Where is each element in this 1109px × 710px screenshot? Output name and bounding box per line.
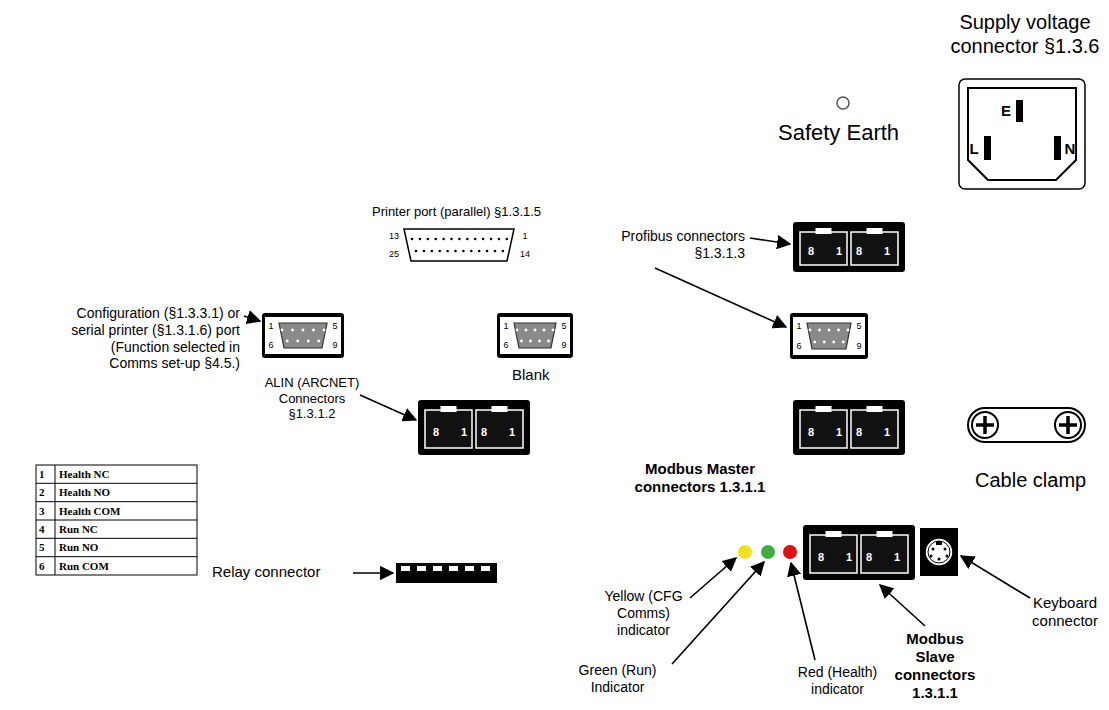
connector-label: Modbus Slave connectors 1.3.1.1 (893, 630, 977, 702)
blank-dsub-port: 1569 (497, 313, 573, 358)
leader-arrows (244, 238, 1030, 664)
modbus-slave-rj-pair: 8 1 8 1 (803, 525, 915, 580)
connector-label: ALIN (ARCNET) Connectors §1.3.1.2 (262, 375, 362, 422)
table-cell: Run COM (59, 559, 194, 573)
modbus-master-rj-pair: 8 1 8 1 (793, 400, 905, 455)
pin-number: 8 (856, 426, 862, 437)
indicator-label: Yellow (CFG Comms) indicator (596, 588, 691, 638)
pin-number: 8 (808, 426, 814, 437)
pin-number: 1 (796, 322, 801, 331)
pin-number: 13 (389, 232, 399, 241)
pin-number: N (1065, 141, 1076, 156)
pin-number: 1 (503, 322, 508, 331)
pin-number: 9 (561, 341, 566, 350)
table-cell: 3 (39, 504, 53, 518)
relay-notch (433, 566, 442, 571)
indicator-label: Green (Run) Indicator (575, 662, 660, 696)
pin-number: 6 (268, 341, 273, 350)
pin-number: E (1001, 103, 1011, 118)
pin-number: 5 (856, 322, 861, 331)
pin-number: L (969, 141, 978, 156)
pin-number: 1 (894, 551, 900, 562)
pin-number: 6 (796, 342, 801, 351)
table-cell: 5 (39, 540, 53, 554)
parallel-printer-port: 13 1 25 14 (384, 226, 534, 264)
supply-outline (958, 78, 1086, 190)
table-cell: 6 (39, 559, 53, 573)
relay-notch (417, 566, 426, 571)
profibus-rj-pair: 8 1 8 1 (793, 222, 905, 272)
pin-number: 1 (884, 246, 890, 257)
green-led (761, 545, 775, 559)
pin-number: 9 (856, 342, 861, 351)
pin-number: 1 (836, 246, 842, 257)
table-cell: Health NC (59, 467, 194, 481)
db25-outline (384, 226, 534, 264)
relay-notch (465, 566, 474, 571)
connector-label: Modbus Master connectors 1.3.1.1 (625, 460, 775, 496)
dsub-outline (497, 313, 573, 358)
red-led (783, 545, 797, 559)
pin-number: 8 (856, 246, 862, 257)
relay-connector (396, 563, 497, 583)
supply-voltage-connector: E L N (958, 78, 1086, 190)
pin-number: 5 (332, 322, 337, 331)
pin-number: 1 (836, 426, 842, 437)
connector-label: Blank (512, 366, 550, 384)
connector-label: Supply voltage connector §1.3.6 (945, 10, 1105, 58)
pin-number: 6 (503, 341, 508, 350)
cable-clamp (968, 408, 1085, 442)
alin-rj-pair: 8 1 8 1 (418, 400, 530, 455)
relay-table-grid (36, 465, 197, 575)
part-label: Cable clamp (975, 468, 1086, 492)
dsub-outline (790, 313, 868, 359)
yellow-led (738, 545, 752, 559)
profibus-dsub-port: 1569 (790, 313, 868, 359)
connector-label: Profibus connectors §1.3.1.3 (605, 228, 745, 262)
relay-notch (401, 566, 410, 571)
connector-label: Configuration (§1.3.3.1) or serial print… (68, 305, 240, 372)
pin-number: 5 (561, 322, 566, 331)
table-cell: Run NO (59, 540, 194, 554)
relay-notch (481, 566, 490, 571)
earth-label: Safety Earth (778, 120, 899, 146)
dsub-outline (262, 313, 344, 358)
pin-number: 9 (332, 341, 337, 350)
table-cell: Run NC (59, 522, 194, 536)
pin-number: 25 (389, 250, 399, 259)
pin-number: 14 (520, 250, 530, 259)
table-cell: Health COM (59, 504, 194, 518)
connector-label: Printer port (parallel) §1.3.1.5 (372, 204, 541, 220)
table-cell: Health NO (59, 485, 194, 499)
keyboard-connector (920, 528, 958, 576)
pin-number: 1 (268, 322, 273, 331)
connector-label: Keyboard connector (1025, 594, 1105, 630)
pin-number: 8 (481, 426, 487, 437)
pin-number: 1 (509, 426, 515, 437)
connector-label: Relay connector (212, 563, 320, 581)
relay-notch (449, 566, 458, 571)
earth-stud (837, 97, 849, 109)
pin-number: 1 (884, 426, 890, 437)
indicator-label: Red (Health) indicator (790, 664, 885, 698)
table-cell: 1 (39, 467, 53, 481)
pin-number: 8 (433, 426, 439, 437)
pin-number: 1 (461, 426, 467, 437)
pin-number: 8 (808, 246, 814, 257)
pin-number: 8 (866, 551, 872, 562)
pin-number: 8 (818, 551, 824, 562)
pin-number: 1 (522, 232, 527, 241)
config-dsub-port: 1569 (262, 313, 344, 358)
pin-number: 1 (846, 551, 852, 562)
table-cell: 4 (39, 522, 53, 536)
table-cell: 2 (39, 485, 53, 499)
